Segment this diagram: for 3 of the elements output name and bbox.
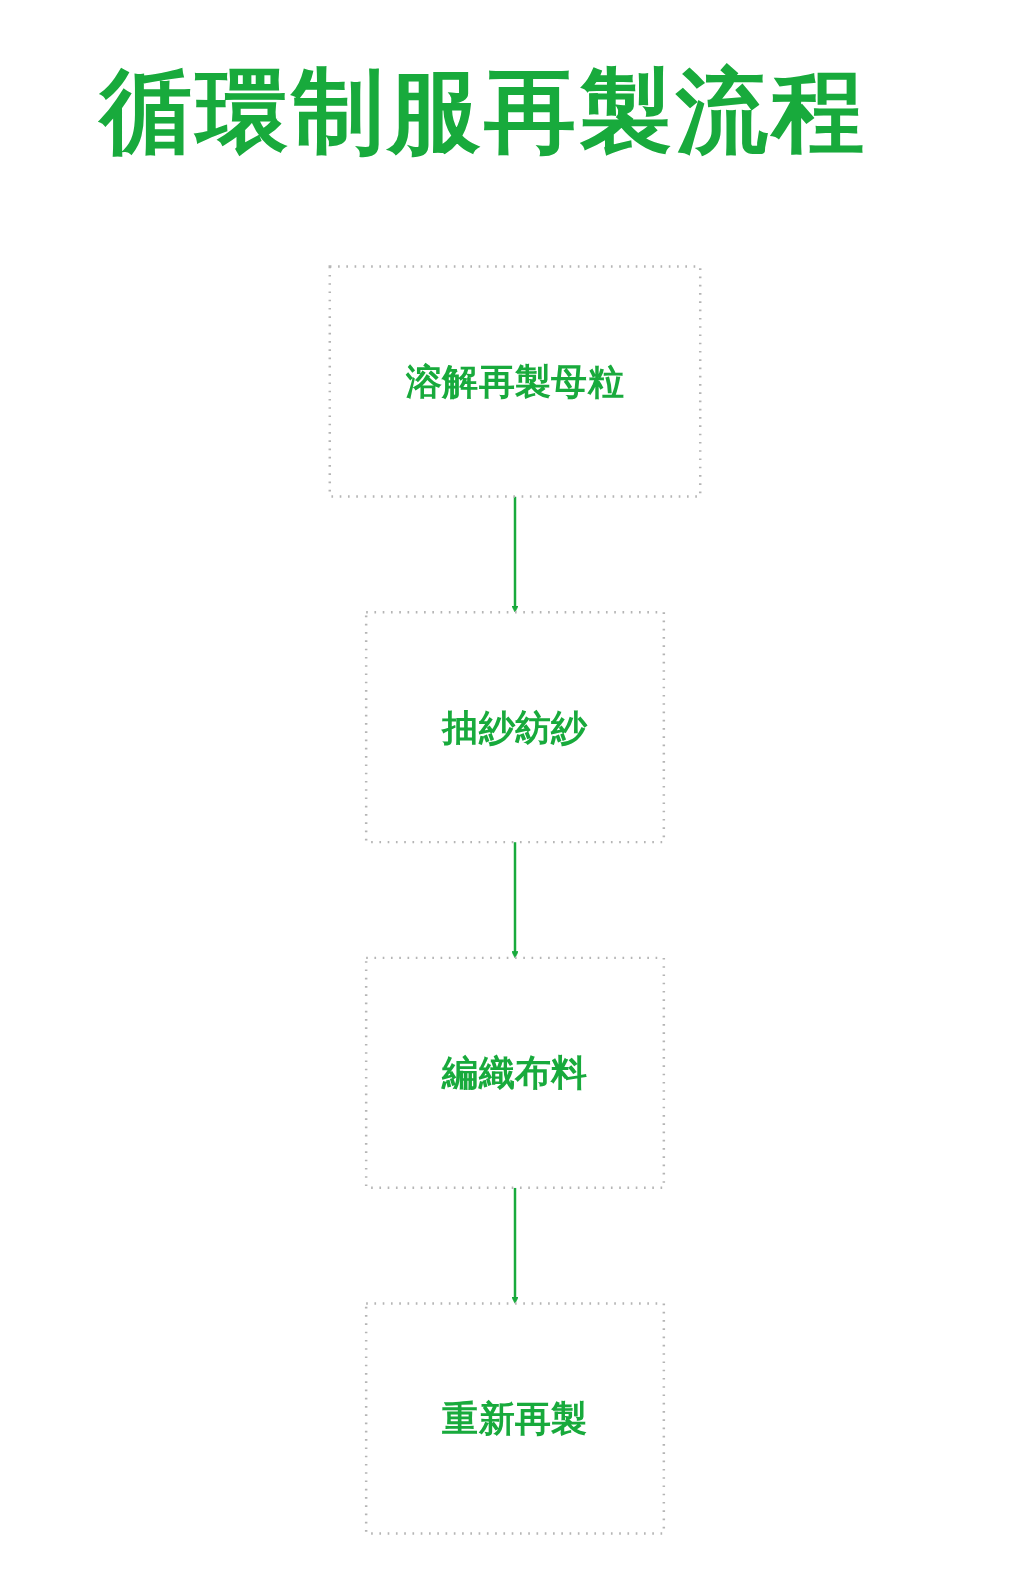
arrow — [511, 1187, 519, 1304]
title: 循環制服再製流程 — [100, 57, 869, 167]
arrow — [511, 496, 519, 613]
